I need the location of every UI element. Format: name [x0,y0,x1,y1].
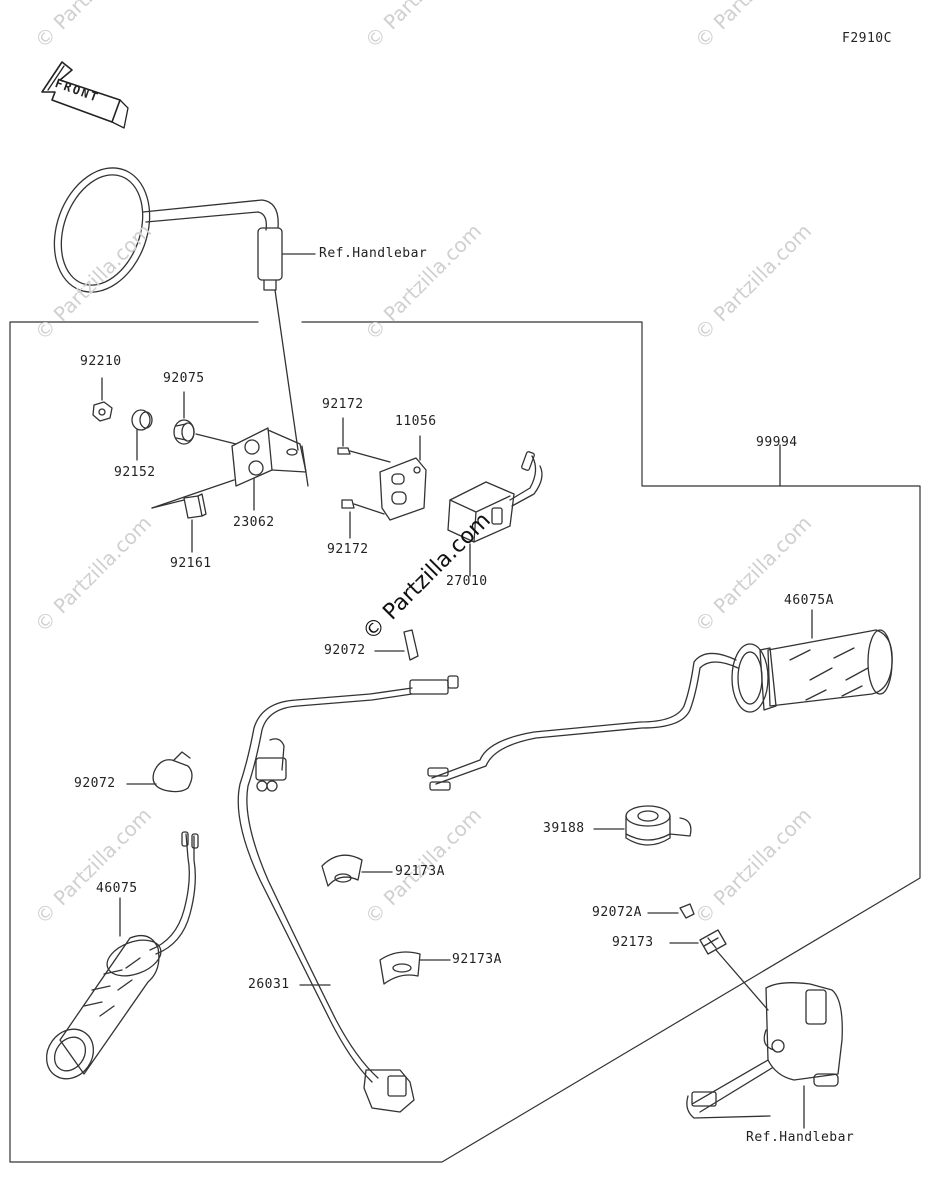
grip-46075 [45,831,199,1080]
grommet-92075 [173,419,195,445]
part-label-92173A-top[interactable]: 92173A [395,864,445,879]
part-label-92172-top[interactable]: 92172 [322,397,364,412]
part-label-92072-top[interactable]: 92072 [324,643,366,658]
clip-92173 [699,929,727,955]
mirror-drawing [53,167,316,293]
part-label-39188[interactable]: 39188 [543,821,585,836]
plate-11056 [379,457,427,521]
part-label-23062[interactable]: 23062 [233,515,275,530]
ref-handlebar-bottom[interactable]: Ref.Handlebar [746,1130,855,1145]
part-label-92173A-bottom[interactable]: 92173A [452,952,502,967]
part-label-92152[interactable]: 92152 [114,465,156,480]
bracket-23062 [231,427,309,487]
part-label-92172-bottom[interactable]: 92172 [327,542,369,557]
part-label-92072-left[interactable]: 92072 [74,776,116,791]
part-label-27010[interactable]: 27010 [446,574,488,589]
part-label-46075[interactable]: 46075 [96,881,138,896]
screw-92172-top [337,447,391,463]
part-label-26031[interactable]: 26031 [248,977,290,992]
figure-code: F2910C [842,31,892,46]
tape-39188 [625,805,692,846]
part-label-11056[interactable]: 11056 [395,414,437,429]
part-label-92161[interactable]: 92161 [170,556,212,571]
band-92072A [679,903,695,919]
clamp-92173A-bottom [379,951,421,985]
switch-housing-right [686,982,843,1119]
kit-boundary-line [9,321,921,1163]
front-arrow-icon [41,61,129,129]
screw-92172-bottom [341,499,385,515]
part-label-99994[interactable]: 99994 [756,435,798,450]
rubber-92161 [183,493,207,519]
part-label-92075[interactable]: 92075 [163,371,205,386]
nut-92210 [92,401,113,422]
part-label-92173[interactable]: 92173 [612,935,654,950]
band-92072-left [152,751,193,793]
part-label-46075A[interactable]: 46075A [784,593,834,608]
part-label-92210[interactable]: 92210 [80,354,122,369]
harness-26031 [237,675,459,1113]
collar-92152 [131,409,153,431]
grip-46075A [427,629,893,791]
switch-27010 [447,451,543,543]
clamp-92173A-top [321,854,363,887]
band-92072-top [403,629,419,661]
part-label-92072A[interactable]: 92072A [592,905,642,920]
ref-handlebar-top[interactable]: Ref.Handlebar [319,246,428,261]
